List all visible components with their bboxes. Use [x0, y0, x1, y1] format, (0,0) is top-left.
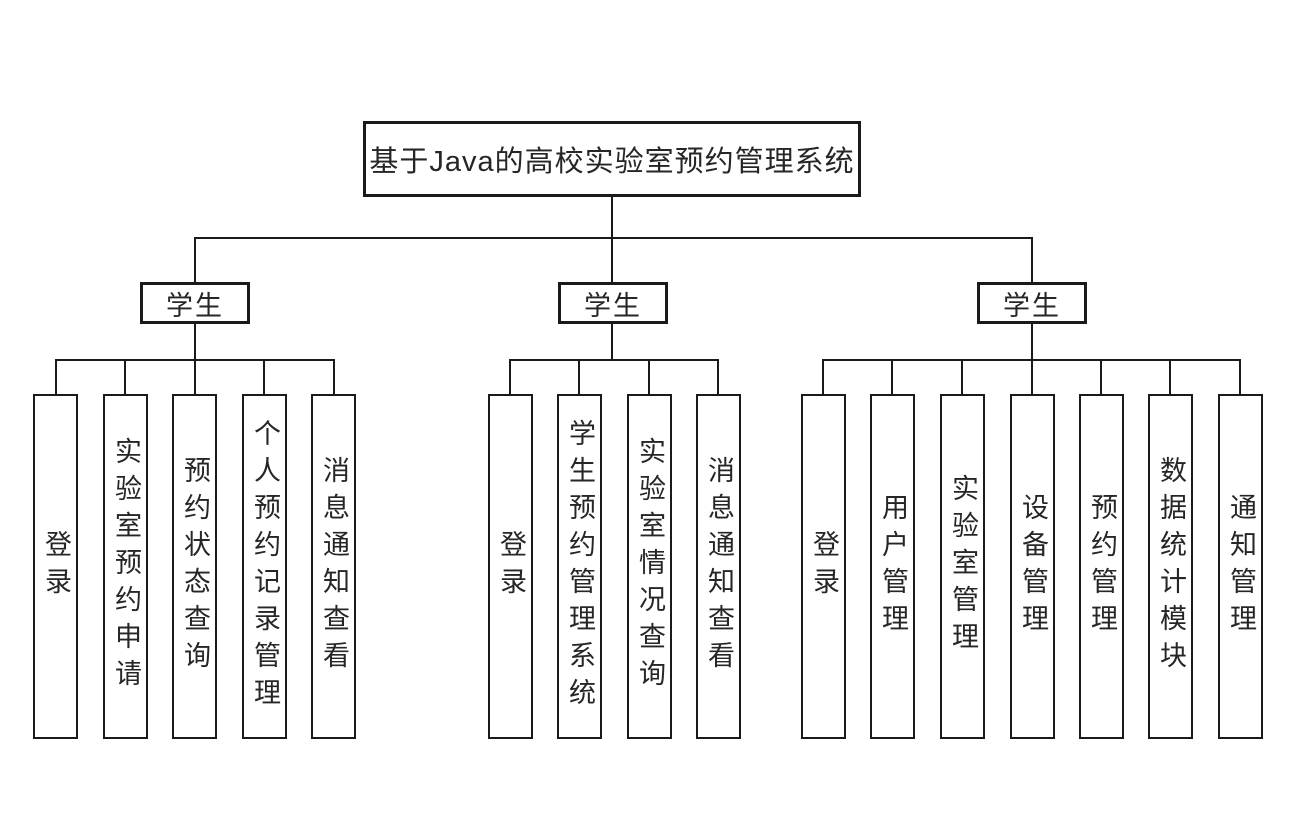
- leaf-label: 预约状态查询: [180, 455, 210, 678]
- connector-title-drop: [611, 196, 613, 238]
- node-g3-user-manage: 用户管理: [870, 394, 915, 739]
- connector-top-bus: [194, 237, 1033, 239]
- connector-g2-stub4: [717, 360, 719, 395]
- node-role-1: 学生: [140, 282, 250, 324]
- leaf-label: 实验室管理: [948, 474, 978, 659]
- leaf-label: 学生预约管理系统: [565, 418, 595, 715]
- connector-g2-stub1: [509, 360, 511, 395]
- node-g1-reservation-status-query: 预约状态查询: [172, 394, 217, 739]
- role-1-label: 学生: [166, 290, 224, 321]
- connector-g1-stub1: [55, 360, 57, 395]
- root-title-label: 基于Java的高校实验室预约管理系统: [369, 146, 855, 178]
- leaf-label: 用户管理: [878, 492, 908, 641]
- role-2-label: 学生: [584, 290, 642, 321]
- connector-drop-role2: [611, 238, 613, 283]
- node-g2-lab-condition-query: 实验室情况查询: [627, 394, 672, 739]
- connector-g3-stub3: [961, 360, 963, 395]
- node-g3-reservation-manage: 预约管理: [1079, 394, 1124, 739]
- node-g2-login: 登录: [488, 394, 533, 739]
- leaf-label: 消息通知查看: [704, 455, 734, 678]
- leaf-label: 实验室预约申请: [111, 437, 141, 696]
- connector-g1-stub5: [333, 360, 335, 395]
- connector-group2-bus: [509, 359, 719, 361]
- leaf-label: 设备管理: [1018, 492, 1048, 641]
- leaf-label: 实验室情况查询: [635, 437, 665, 696]
- connector-g3-stub7: [1239, 360, 1241, 395]
- node-g2-message-notice-view: 消息通知查看: [696, 394, 741, 739]
- leaf-label: 数据统计模块: [1156, 455, 1186, 678]
- node-g1-message-notice-view: 消息通知查看: [311, 394, 356, 739]
- leaf-label: 登录: [809, 529, 839, 604]
- node-root-title: 基于Java的高校实验室预约管理系统: [363, 121, 861, 197]
- connector-g1-stub2: [124, 360, 126, 395]
- connector-drop-role1: [194, 238, 196, 283]
- connector-g3-stub4: [1031, 360, 1033, 395]
- node-g3-data-statistics-module: 数据统计模块: [1148, 394, 1193, 739]
- node-g3-lab-manage: 实验室管理: [940, 394, 985, 739]
- connector-role2-drop: [611, 323, 613, 361]
- leaf-label: 登录: [496, 529, 526, 604]
- leaf-label: 个人预约记录管理: [250, 418, 280, 715]
- node-g1-lab-reservation-apply: 实验室预约申请: [103, 394, 148, 739]
- connector-g3-stub6: [1169, 360, 1171, 395]
- node-g1-personal-record-manage: 个人预约记录管理: [242, 394, 287, 739]
- node-g2-student-reservation-system: 学生预约管理系统: [557, 394, 602, 739]
- connector-g1-stub3: [194, 360, 196, 395]
- connector-g3-stub1: [822, 360, 824, 395]
- node-role-2: 学生: [558, 282, 668, 324]
- connector-role3-drop: [1031, 323, 1033, 361]
- connector-g2-stub3: [648, 360, 650, 395]
- connector-g1-stub4: [263, 360, 265, 395]
- role-3-label: 学生: [1003, 290, 1061, 321]
- connector-g3-stub2: [891, 360, 893, 395]
- leaf-label: 登录: [41, 529, 71, 604]
- leaf-label: 预约管理: [1087, 492, 1117, 641]
- connector-drop-role3: [1031, 238, 1033, 283]
- connector-g2-stub2: [578, 360, 580, 395]
- node-g1-login: 登录: [33, 394, 78, 739]
- node-role-3: 学生: [977, 282, 1087, 324]
- connector-g3-stub5: [1100, 360, 1102, 395]
- leaf-label: 消息通知查看: [319, 455, 349, 678]
- leaf-label: 通知管理: [1226, 492, 1256, 641]
- node-g3-notice-manage: 通知管理: [1218, 394, 1263, 739]
- node-g3-device-manage: 设备管理: [1010, 394, 1055, 739]
- connector-role1-drop: [194, 323, 196, 361]
- node-g3-login: 登录: [801, 394, 846, 739]
